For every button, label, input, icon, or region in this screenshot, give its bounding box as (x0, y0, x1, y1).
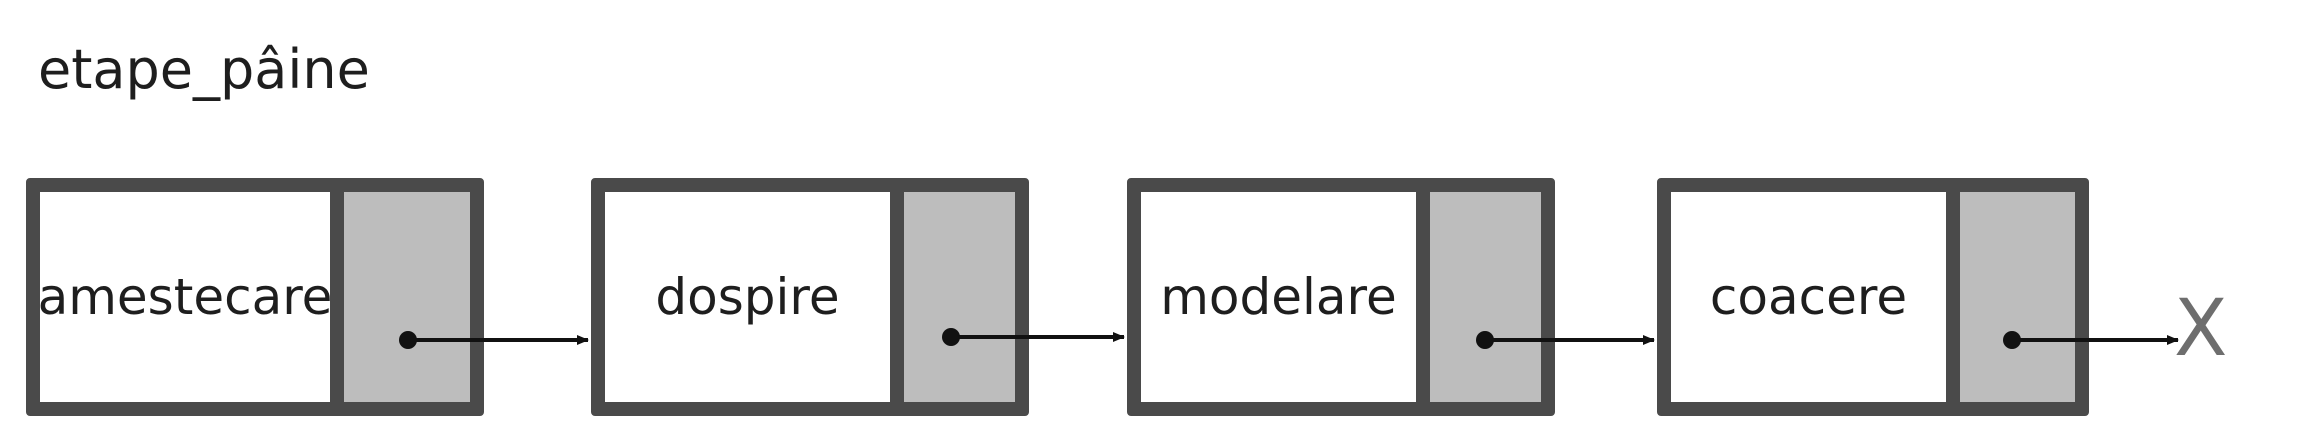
node-pointer-cell (1416, 192, 1541, 402)
list-node: amestecare (26, 178, 484, 416)
node-value: coacere (1671, 192, 1946, 402)
null-marker: X (2174, 284, 2228, 374)
node-value: modelare (1141, 192, 1416, 402)
list-node: coacere (1657, 178, 2089, 416)
list-node: modelare (1127, 178, 1555, 416)
node-pointer-cell (330, 192, 470, 402)
list-name: etape_pâine (38, 38, 370, 101)
list-node: dospire (591, 178, 1029, 416)
node-pointer-cell (1946, 192, 2075, 402)
node-value: dospire (605, 192, 890, 402)
node-pointer-cell (890, 192, 1015, 402)
node-value: amestecare (38, 192, 332, 402)
